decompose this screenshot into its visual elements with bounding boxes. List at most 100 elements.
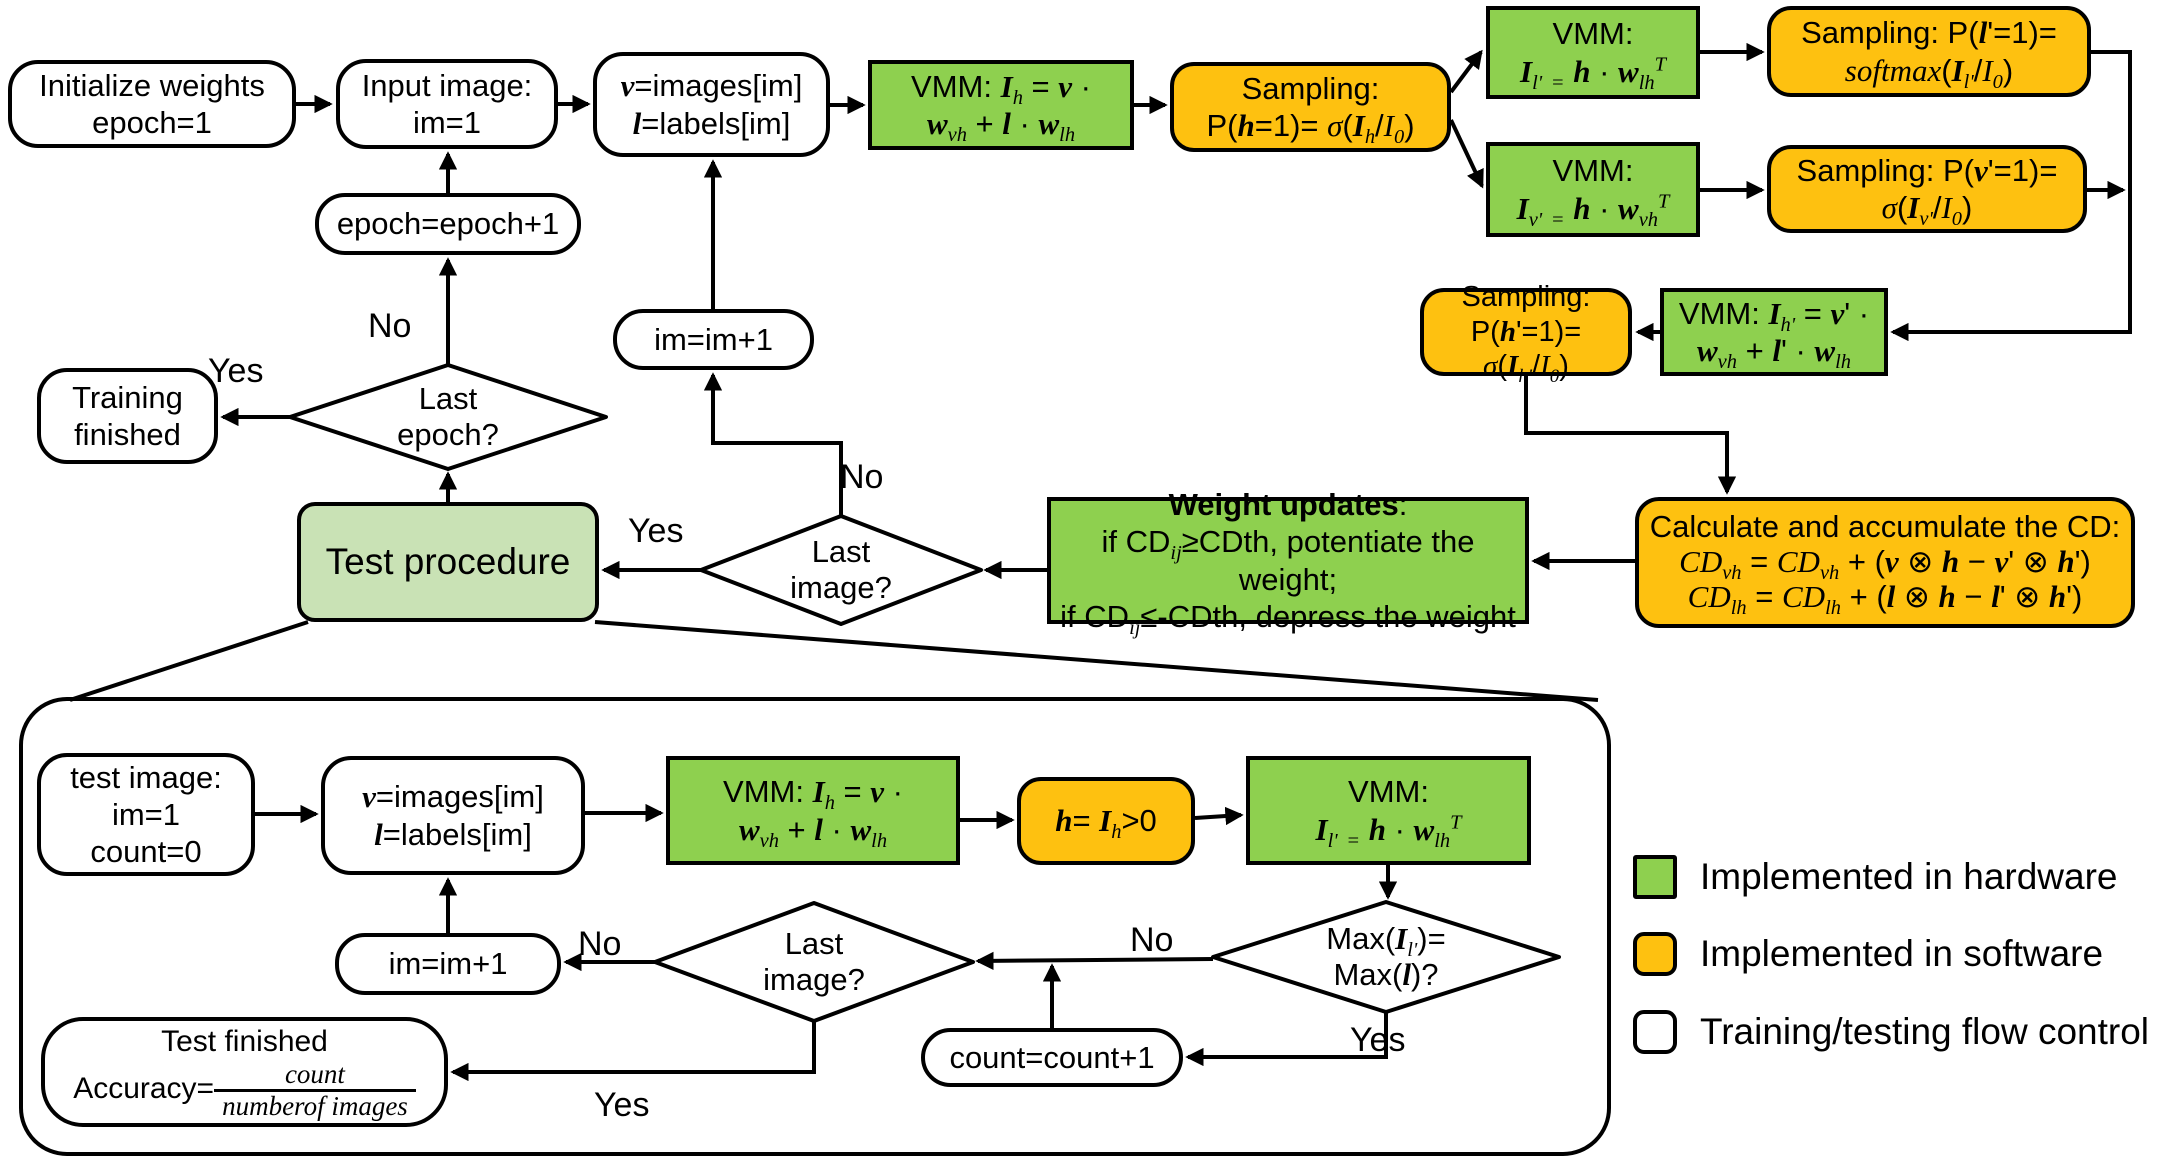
sampling-v-prime-line1: Sampling: P(v'=1)= (1796, 152, 2058, 188)
arrow-max-check-no-to-last-image2 (975, 951, 1214, 971)
legend-software-label: Implemented in software (1700, 933, 2104, 974)
calc-cd-line1: Calculate and accumulate the CD: (1649, 509, 2121, 545)
sampling-h-box: Sampling: P(h=1)= σ(Ih/I0) (1170, 62, 1451, 152)
yes-label-last-image2: Yes (594, 1086, 650, 1124)
test-procedure-line1: Test procedure (325, 540, 571, 582)
last-image2-line1: Last (784, 926, 844, 962)
load2-line1: v=images[im] (362, 779, 544, 815)
weight-updates-line2: if CDij≥CDth, potentiate the weight; (1101, 524, 1475, 597)
expansion-line-left (69, 620, 309, 702)
count-increment-line1: count=count+1 (949, 1039, 1155, 1075)
weight-updates-box: Weight updates: if CDij≥CDth, potentiate… (1047, 487, 1529, 638)
vmm-v-prime-line1: VMM: (1552, 153, 1634, 189)
last-epoch-line1: Last (418, 381, 478, 417)
no-label-last-image2: No (578, 925, 622, 963)
input-image-box: Input image: im=1 (336, 59, 558, 149)
threshold-line1: h= Ih>0 (1055, 803, 1157, 844)
no-label-last-epoch: No (368, 307, 412, 345)
vmm-h-line1: VMM: Ih = v · (911, 68, 1091, 109)
last-image2-diamond (653, 901, 975, 1023)
legend-hardware-label: Implemented in hardware (1700, 856, 2118, 897)
calc-cd-line3: CDlh = CDlh + (l ⊗ h − l' ⊗ h') (1687, 578, 2083, 620)
test-image-line3: count=0 (90, 834, 202, 870)
arrow-sampling-h-to-vmm-vp (1449, 119, 1484, 189)
last-epoch-line2: epoch? (397, 417, 499, 452)
sampling-h-prime-box: Sampling: P(h'=1)= σ(Ih'/I0) (1420, 281, 1632, 386)
vmm-h-prime-line1: VMM: Ih' = v' · (1678, 295, 1870, 336)
last-epoch-diamond (288, 363, 608, 471)
last-image-line1: Last (811, 534, 871, 570)
threshold-box: h= Ih>0 (1017, 777, 1195, 865)
vmm-l-prime-test-line2: Il' = h · wlhT (1315, 811, 1462, 852)
sampling-h-prime-line2: σ(Ih'/I0) (1483, 350, 1569, 388)
vmm-h-line2: wvh + l · wlh (926, 106, 1076, 147)
last-image2-diamond-label: Last image? (714, 920, 914, 1004)
legend-flow-control-label: Training/testing flow control (1700, 1011, 2150, 1052)
vmm-l-prime-box: VMM: Il' = h · wlhT (1486, 6, 1700, 99)
sampling-v-prime-box: Sampling: P(v'=1)= σ(Iv'/I0) (1767, 145, 2087, 233)
sampling-h-line2: P(h=1)= σ(Ih/I0) (1206, 108, 1415, 149)
last-image-line2: image? (790, 570, 892, 605)
vmm-l-prime-test-box: VMM: Il' = h · wlhT (1246, 756, 1531, 865)
arrow-sampling-hp-to-calc-cd (1524, 376, 1737, 495)
test-finished-line1: Test finished (161, 1025, 328, 1059)
load2-line2: l=labels[im] (374, 816, 532, 852)
vmm-h-prime-line2: wvh + l' · wlh (1696, 333, 1851, 374)
vmm-v-prime-box: VMM: Iv' = h · wvhT (1486, 142, 1700, 237)
input-image-line2: im=1 (412, 105, 482, 140)
max-check-diamond-label: Max(Il')= Max(l)? (1286, 915, 1486, 999)
sampling-l-prime-line1: Sampling: P(l'=1)= (1801, 15, 2057, 51)
yes-label-max-check: Yes (1350, 1021, 1406, 1059)
vmm-h-test-box: VMM: Ih = v · wvh + l · wlh (666, 756, 960, 865)
test-procedure-box: Test procedure (297, 502, 599, 622)
vmm-h-test-line2: wvh + l · wlh (738, 811, 888, 852)
test-procedure-detail-container (19, 697, 1611, 1156)
im-increment-box: im=im+1 (613, 309, 814, 370)
epoch-increment-box: epoch=epoch+1 (315, 193, 581, 255)
test-image-line2: im=1 (111, 796, 181, 832)
sampling-l-prime-line2: softmax(Il'/I0) (1844, 52, 2014, 93)
arrow-sampling-lp-to-vmm-hp (1890, 50, 2132, 342)
last-image-diamond-label: Last image? (741, 528, 941, 612)
load-image-label-test-box: v=images[im] l=labels[im] (321, 756, 585, 875)
weight-updates-line1: Weight updates: (1168, 487, 1408, 523)
vmm-h-test-line1: VMM: Ih = v · (723, 774, 903, 815)
vmm-h-box: VMM: Ih = v · wvh + l · wlh (868, 60, 1134, 150)
initialize-weights-line1: Initialize weights (39, 67, 265, 103)
weight-updates-line3: if CDij≤-CDth, depress the weight (1060, 598, 1516, 639)
load-image-line2: l=labels[im] (632, 105, 791, 141)
sampling-v-prime-line2: σ(Iv'/I0) (1881, 190, 1973, 231)
input-image-line1: Input image: (361, 67, 533, 103)
max-check-line1: Max(Il')= (1326, 921, 1446, 962)
no-label-max-check: No (1130, 921, 1174, 959)
vmm-v-prime-line2: Iv' = h · wvhT (1516, 190, 1670, 231)
vmm-l-prime-test-line1: VMM: (1348, 774, 1429, 810)
arrow-last-image-no-to-im-inc (703, 372, 843, 516)
vmm-h-prime-box: VMM: Ih' = v' · wvh + l' · wlh (1660, 288, 1888, 376)
training-finished-box: Training finished (37, 368, 218, 464)
arrow-sampling-h-to-vmm-lp (1449, 49, 1483, 94)
im-increment-line1: im=im+1 (654, 321, 773, 357)
vmm-l-prime-line1: VMM: (1552, 16, 1634, 52)
yes-label-last-epoch: Yes (208, 352, 264, 390)
test-image-box: test image: im=1 count=0 (37, 753, 255, 876)
sampling-l-prime-box: Sampling: P(l'=1)= softmax(Il'/I0) (1767, 6, 2091, 97)
vmm-l-prime-line2: Il' = h · wlhT (1520, 53, 1666, 94)
initialize-weights-line2: epoch=1 (92, 105, 212, 140)
training-finished-line2: finished (74, 417, 181, 452)
count-increment-box: count=count+1 (921, 1028, 1183, 1087)
max-check-line2: Max(l)? (1333, 957, 1439, 992)
legend-hardware-swatch (1633, 855, 1677, 899)
arrow-threshold-to-vmm-lp-test (1194, 806, 1244, 826)
no-label-last-image: No (840, 458, 884, 496)
epoch-increment-line1: epoch=epoch+1 (336, 206, 560, 242)
sampling-h-line1: Sampling: (1241, 70, 1380, 106)
arrow-max-check-yes-to-count-inc (1185, 1012, 1388, 1067)
calc-cd-box: Calculate and accumulate the CD: CDvh = … (1635, 497, 2135, 628)
arrow-last-image2-yes-to-test-finished (450, 1021, 816, 1082)
last-epoch-diamond-label: Last epoch? (348, 375, 548, 459)
calc-cd-line2: CDvh = CDvh + (v ⊗ h − v' ⊗ h') (1679, 544, 2091, 585)
test-image-line1: test image: (70, 759, 222, 795)
